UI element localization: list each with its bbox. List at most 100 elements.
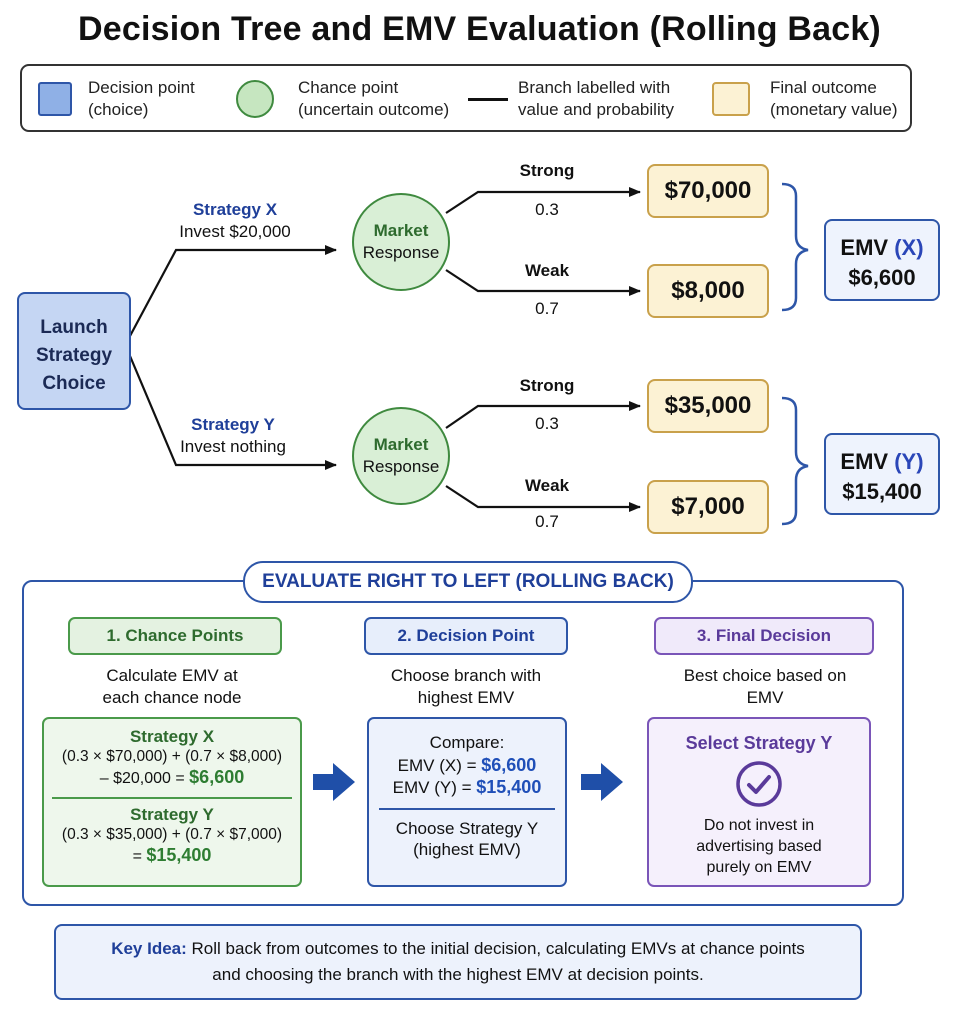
emv-y-value: $15,400 xyxy=(842,479,922,504)
branch-y-weak-label: Weak xyxy=(524,476,570,495)
step-1-y-result: $15,400 xyxy=(146,845,212,865)
step-1-strategy-x-title: Strategy X xyxy=(129,727,215,746)
chance-x-line-2: Response xyxy=(362,243,440,262)
arrow-right-icon xyxy=(313,763,355,801)
emv-box-y: EMV (Y) $15,400 xyxy=(824,433,940,515)
strategy-x-name: Strategy X xyxy=(192,200,278,219)
step-3-note-line-2: advertising based xyxy=(696,838,822,855)
brace-x xyxy=(781,182,809,312)
branch-x-strong-probability: 0.3 xyxy=(535,200,559,219)
step-2-desc-line-2: highest EMV xyxy=(417,688,515,707)
branch-x-strong-label: Strong xyxy=(519,161,575,180)
chance-y-line-2: Response xyxy=(362,457,440,476)
branch-y-strong-label: Strong xyxy=(519,376,575,395)
legend-outcome-text: Final outcome (monetary value) xyxy=(770,77,898,121)
step-1-divider xyxy=(52,797,292,799)
step-1-strategy-y-formula: (0.3 × $35,000) + (0.7 × $7,000) xyxy=(61,826,283,843)
branch-line-x-strong xyxy=(445,187,641,214)
step-2-emv-x-prefix: EMV (X) = xyxy=(397,756,477,775)
branch-line-strategy-x xyxy=(129,245,337,337)
step-1-x-result: $6,600 xyxy=(189,767,245,787)
step-2-description: Choose branch with highest EMV xyxy=(356,665,576,709)
step-1-y-prefix: = xyxy=(132,848,142,865)
legend-chance-text: Chance point (uncertain outcome) xyxy=(298,77,449,121)
step-1-card: Strategy X (0.3 × $70,000) + (0.7 × $8,0… xyxy=(42,717,302,887)
strategy-y-investment: Invest nothing xyxy=(180,437,286,456)
step-2-emv-y-prefix: EMV (Y) = xyxy=(392,778,472,797)
step-2-card: Compare: EMV (X) = $6,600 EMV (Y) = $15,… xyxy=(367,717,567,887)
chance-node-y: Market Response xyxy=(352,407,450,505)
outcome-x-weak: $8,000 xyxy=(647,264,769,318)
step-2-emv-y-line: EMV (Y) = $15,400 xyxy=(369,777,565,798)
final-outcome-legend-icon xyxy=(712,82,750,116)
strategy-x-investment: Invest $20,000 xyxy=(179,222,291,241)
tree-connectors xyxy=(128,182,809,526)
legend-chance-sub: (uncertain outcome) xyxy=(298,100,450,119)
step-2-compare: Compare: xyxy=(429,733,505,752)
outcome-x-strong: $70,000 xyxy=(647,164,769,218)
branch-legend-icon xyxy=(468,98,508,101)
step-3-pill: 3. Final Decision xyxy=(654,617,874,655)
chance-node-x: Market Response xyxy=(352,193,450,291)
step-1-desc-line-1: Calculate EMV at xyxy=(106,666,238,685)
brace-y xyxy=(781,396,809,526)
branch-line-y-weak xyxy=(445,485,641,512)
step-2-choose-line-2: (highest EMV) xyxy=(413,840,521,859)
chance-point-legend-icon xyxy=(236,80,274,118)
legend-outcome-title: Final outcome xyxy=(770,78,877,97)
decision-point-legend-icon xyxy=(38,82,72,116)
step-1-strategy-x-result-line: – $20,000 = $6,600 xyxy=(44,767,300,788)
legend-branch-title: Branch labelled with xyxy=(518,78,671,97)
emv-x-tag: (X) xyxy=(894,235,924,260)
emv-x-value: $6,600 xyxy=(848,265,916,290)
step-3-desc-line-2: EMV xyxy=(746,688,784,707)
step-1-strategy-y-title: Strategy Y xyxy=(130,805,214,824)
legend-branch-text: Branch labelled with value and probabili… xyxy=(518,77,674,121)
outcome-y-strong: $35,000 xyxy=(647,379,769,433)
root-line-3: Choice xyxy=(42,373,106,394)
chance-x-line-1: Market xyxy=(373,221,429,240)
legend: Decision point (choice) Chance point (un… xyxy=(20,64,912,132)
legend-branch-sub: value and probability xyxy=(518,100,674,119)
step-3-note-line-1: Do not invest in xyxy=(703,817,815,834)
legend-chance-title: Chance point xyxy=(298,78,399,97)
decision-node-root: Launch Strategy Choice xyxy=(17,292,131,410)
key-idea-box: Key Idea: Roll back from outcomes to the… xyxy=(54,924,862,1000)
strategy-y-name: Strategy Y xyxy=(191,415,275,434)
step-3-note: Do not invest in advertising based purel… xyxy=(649,815,869,878)
arrow-right-icon xyxy=(581,763,623,801)
legend-outcome-sub: (monetary value) xyxy=(770,100,898,119)
step-3-description: Best choice based on EMV xyxy=(654,665,876,709)
emv-y-label: EMV xyxy=(840,449,889,474)
key-idea-label: Key Idea: xyxy=(111,939,187,958)
root-line-1: Launch xyxy=(40,317,108,338)
branch-x-weak-probability: 0.7 xyxy=(535,299,559,318)
step-1-pill: 1. Chance Points xyxy=(68,617,282,655)
emv-x-label: EMV xyxy=(840,235,889,260)
step-3-note-line-3: purely on EMV xyxy=(706,859,812,876)
branch-x-weak-label: Weak xyxy=(524,261,570,280)
step-2-emv-x-value: $6,600 xyxy=(481,755,537,775)
step-3-card: Select Strategy Y Do not invest in adver… xyxy=(647,717,871,887)
strategy-x-label: Strategy X Invest $20,000 xyxy=(150,200,320,242)
step-1-x-prefix: – $20,000 = xyxy=(99,770,185,787)
step-2-divider xyxy=(379,808,555,810)
branch-y-strong-probability: 0.3 xyxy=(535,414,559,433)
step-2-emv-x-line: EMV (X) = $6,600 xyxy=(369,755,565,776)
branch-line-x-weak xyxy=(445,269,641,296)
key-idea-text-2: and choosing the branch with the highest… xyxy=(212,965,704,984)
step-1-description: Calculate EMV at each chance node xyxy=(42,665,302,709)
checkmark-icon xyxy=(736,761,782,807)
emv-x-heading: EMV (X) xyxy=(826,233,938,263)
key-idea-text-1: Roll back from outcomes to the initial d… xyxy=(191,939,805,958)
key-idea-line-1: Key Idea: Roll back from outcomes to the… xyxy=(56,936,860,962)
emv-y-tag: (Y) xyxy=(894,449,924,474)
branch-line-strategy-y xyxy=(128,355,337,470)
branch-line-y-strong xyxy=(445,401,641,429)
emv-box-x: EMV (X) $6,600 xyxy=(824,219,940,301)
step-2-emv-y-value: $15,400 xyxy=(476,777,542,797)
root-line-2: Strategy xyxy=(35,345,113,366)
evaluation-heading: EVALUATE RIGHT TO LEFT (ROLLING BACK) xyxy=(243,561,693,603)
step-2-pill: 2. Decision Point xyxy=(364,617,568,655)
legend-decision-sub: (choice) xyxy=(88,100,149,119)
